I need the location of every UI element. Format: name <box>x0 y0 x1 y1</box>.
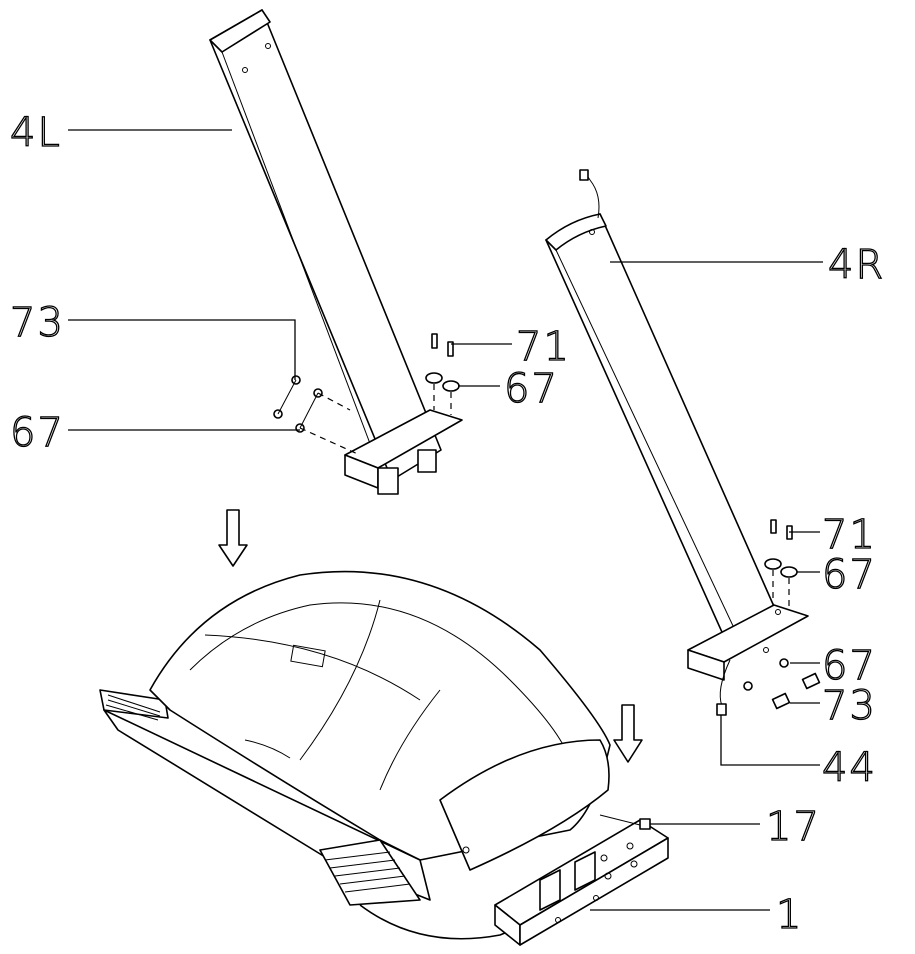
callout-67-right-upper: 67 <box>822 552 877 598</box>
callout-67-left-lower: 67 <box>10 410 65 456</box>
callout-1: 1 <box>776 892 803 938</box>
callout-71-left: 71 <box>516 324 571 370</box>
upright-left <box>209 9 463 495</box>
hardware-left <box>273 333 460 456</box>
callout-67-left-upper: 67 <box>504 366 559 412</box>
base-frame <box>99 570 611 940</box>
callout-44: 44 <box>822 745 877 791</box>
callout-4L: 4L <box>10 110 62 156</box>
callout-67-right-lower: 67 <box>822 643 877 689</box>
callout-labels: 4L 4R 73 71 67 67 71 67 67 73 44 17 1 <box>9 109 885 938</box>
callout-73-right: 73 <box>822 683 877 729</box>
upright-right <box>545 169 809 716</box>
down-arrow-left <box>218 509 248 567</box>
leader-lines <box>68 129 823 911</box>
base-crossmember <box>494 814 669 946</box>
callout-17: 17 <box>766 804 821 850</box>
callout-73-left: 73 <box>10 300 65 346</box>
callout-4R: 4R <box>828 242 885 288</box>
hardware-right <box>743 519 821 710</box>
callout-71-right: 71 <box>822 512 877 558</box>
down-arrow-right <box>613 704 643 763</box>
